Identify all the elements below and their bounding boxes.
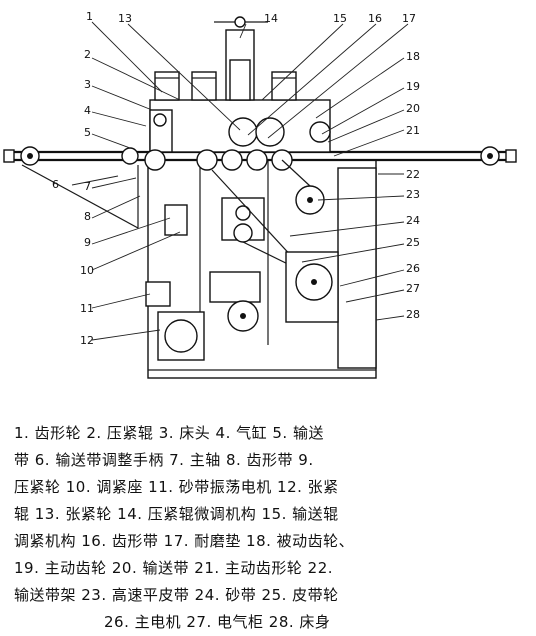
callout-6: 6	[52, 178, 59, 191]
callout-17: 17	[402, 12, 416, 25]
callout-11: 11	[80, 302, 94, 315]
callout-8: 8	[84, 210, 91, 223]
top-adjusters	[154, 16, 297, 101]
electric-cabinet	[157, 311, 205, 361]
callout-22: 22	[406, 168, 420, 181]
main-motor	[285, 251, 339, 323]
caption-line: 辊 13. 张紧轮 14. 压紧辊微调机构 15. 输送辊	[14, 505, 339, 523]
caption-line: 调紧机构 16. 齿形带 17. 耐磨垫 18. 被动齿轮、	[14, 532, 355, 550]
callout-19: 19	[406, 80, 420, 93]
caption-line: 19. 主动齿轮 20. 输送带 21. 主动齿形轮 22.	[14, 559, 334, 577]
caption-line: 26. 主电机 27. 电气柜 28. 床身	[104, 613, 331, 631]
callout-26: 26	[406, 262, 420, 275]
figure-caption: 1. 齿形轮 2. 压紧辊 3. 床头 4. 气缸 5. 输送 带 6. 输送带…	[14, 420, 524, 636]
callout-13: 13	[118, 12, 132, 25]
callout-24: 24	[406, 214, 420, 227]
callout-7: 7	[84, 180, 91, 193]
callout-2: 2	[84, 48, 91, 61]
callout-28: 28	[406, 308, 420, 321]
callout-27: 27	[406, 282, 420, 295]
callout-20: 20	[406, 102, 420, 115]
callout-12: 12	[80, 334, 94, 347]
callout-5: 5	[84, 126, 91, 139]
callout-3: 3	[84, 78, 91, 91]
callout-10: 10	[80, 264, 94, 277]
callout-4: 4	[84, 104, 91, 117]
spindle-assembly	[145, 197, 265, 307]
callout-18: 18	[406, 50, 420, 63]
caption-line: 1. 齿形轮 2. 压紧辊 3. 床头 4. 气缸 5. 输送	[14, 424, 324, 442]
callout-15: 15	[333, 12, 347, 25]
callout-16: 16	[368, 12, 382, 25]
leader-lines	[71, 21, 409, 341]
caption-line: 压紧轮 10. 调紧座 11. 砂带振荡电机 12. 张紧	[14, 478, 339, 496]
callout-numbers: 1 13 14 15 16 17 2 3 4 5 6 7 8 9 10 11 1…	[52, 10, 420, 347]
pulley-and-motor	[209, 271, 261, 332]
callout-14: 14	[264, 12, 278, 25]
headstock	[149, 99, 331, 153]
caption-line: 输送带架 23. 高速平皮带 24. 砂带 25. 皮带轮	[14, 586, 339, 604]
callout-9: 9	[84, 236, 91, 249]
callout-25: 25	[406, 236, 420, 249]
callout-21: 21	[406, 124, 420, 137]
callout-1: 1	[86, 10, 93, 23]
conveyor-frame	[21, 164, 139, 229]
callout-23: 23	[406, 188, 420, 201]
machine-diagram: 1 13 14 15 16 17 2 3 4 5 6 7 8 9 10 11 1…	[3, 10, 517, 379]
caption-line: 带 6. 输送带调整手柄 7. 主轴 8. 齿形带 9.	[14, 451, 314, 469]
